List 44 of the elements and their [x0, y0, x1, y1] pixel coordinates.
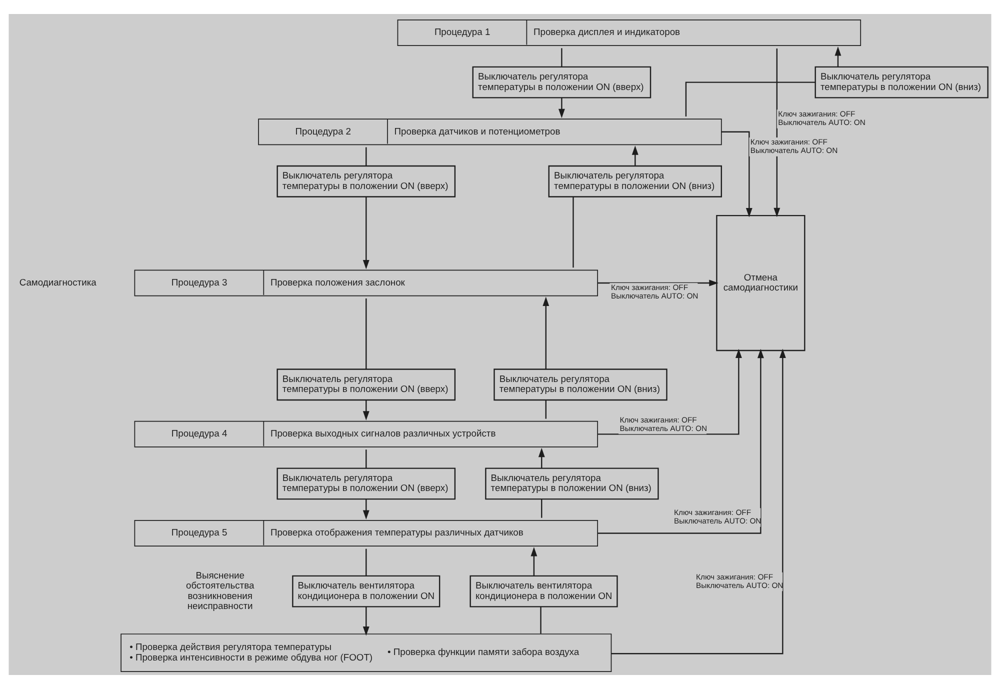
node-box: Выключатель регулятора температуры в положении ON (вниз): [485, 468, 659, 500]
arrow: [362, 400, 370, 420]
connector: [541, 499, 542, 518]
node-box: Выключатель регулятора температуры в положении ON (вверх): [472, 66, 652, 98]
node-box: Выключатель регулятора температуры в положении ON (вверх): [276, 165, 456, 198]
arrow: [598, 280, 718, 286]
edge-label: Ключ зажигания: OFF Выключатель AUTO: ON: [696, 572, 784, 590]
connector: [366, 450, 367, 468]
arrow: [774, 48, 780, 218]
edge-label: Ключ зажигания: OFF Выключатель AUTO: ON: [674, 508, 762, 526]
arrow: [721, 131, 752, 218]
node-box: Выключатель вентилятора кондиционера в положении ON: [292, 575, 440, 608]
node-box: Выключатель вентилятора кондиционера в положении ON: [470, 575, 618, 608]
arrow: [611, 348, 786, 654]
edge-label: Ключ зажигания: OFF Выключатель AUTO: ON: [778, 110, 866, 128]
node-box: Выключатель регулятора температуры в положении ON (вниз): [814, 66, 988, 98]
arrow: [362, 196, 370, 270]
connector: [572, 196, 574, 268]
connector: [685, 82, 816, 116]
node-box: Выключатель регулятора температуры в положении ON (вниз): [494, 368, 668, 401]
edge-label: Ключ зажигания: OFF Выключатель AUTO: ON: [620, 415, 708, 433]
node-box: Выключатель регулятора температуры в положении ON (вверх): [276, 468, 456, 500]
connector: [366, 298, 367, 370]
node-box: Отмена самодиагностики: [716, 214, 806, 352]
label: Выяснение обстоятельства возникновения неисправности: [186, 569, 254, 612]
edge-label: Ключ зажигания: OFF Выключатель AUTO: ON: [610, 283, 698, 301]
arrow: [542, 296, 550, 370]
arrow: [598, 348, 764, 534]
arrow: [530, 547, 538, 576]
connector: [545, 400, 546, 419]
arrow: [558, 98, 565, 118]
edge-label: Ключ зажигания: OFF Выключатель AUTO: ON: [750, 138, 838, 156]
connector: [366, 147, 367, 166]
connector: [366, 548, 367, 576]
arrow: [538, 448, 545, 468]
arrow: [362, 499, 370, 520]
arrow: [834, 46, 842, 67]
connector: [561, 48, 562, 67]
arrow: [632, 146, 638, 166]
label: Самодиагностика: [19, 276, 96, 288]
connector: [540, 606, 542, 634]
node-box: Выключатель регулятора температуры в положении ON (вверх): [276, 368, 456, 401]
arrow: [362, 606, 370, 636]
node-box: Выключатель регулятора температуры в положении ON (вниз): [548, 165, 722, 198]
